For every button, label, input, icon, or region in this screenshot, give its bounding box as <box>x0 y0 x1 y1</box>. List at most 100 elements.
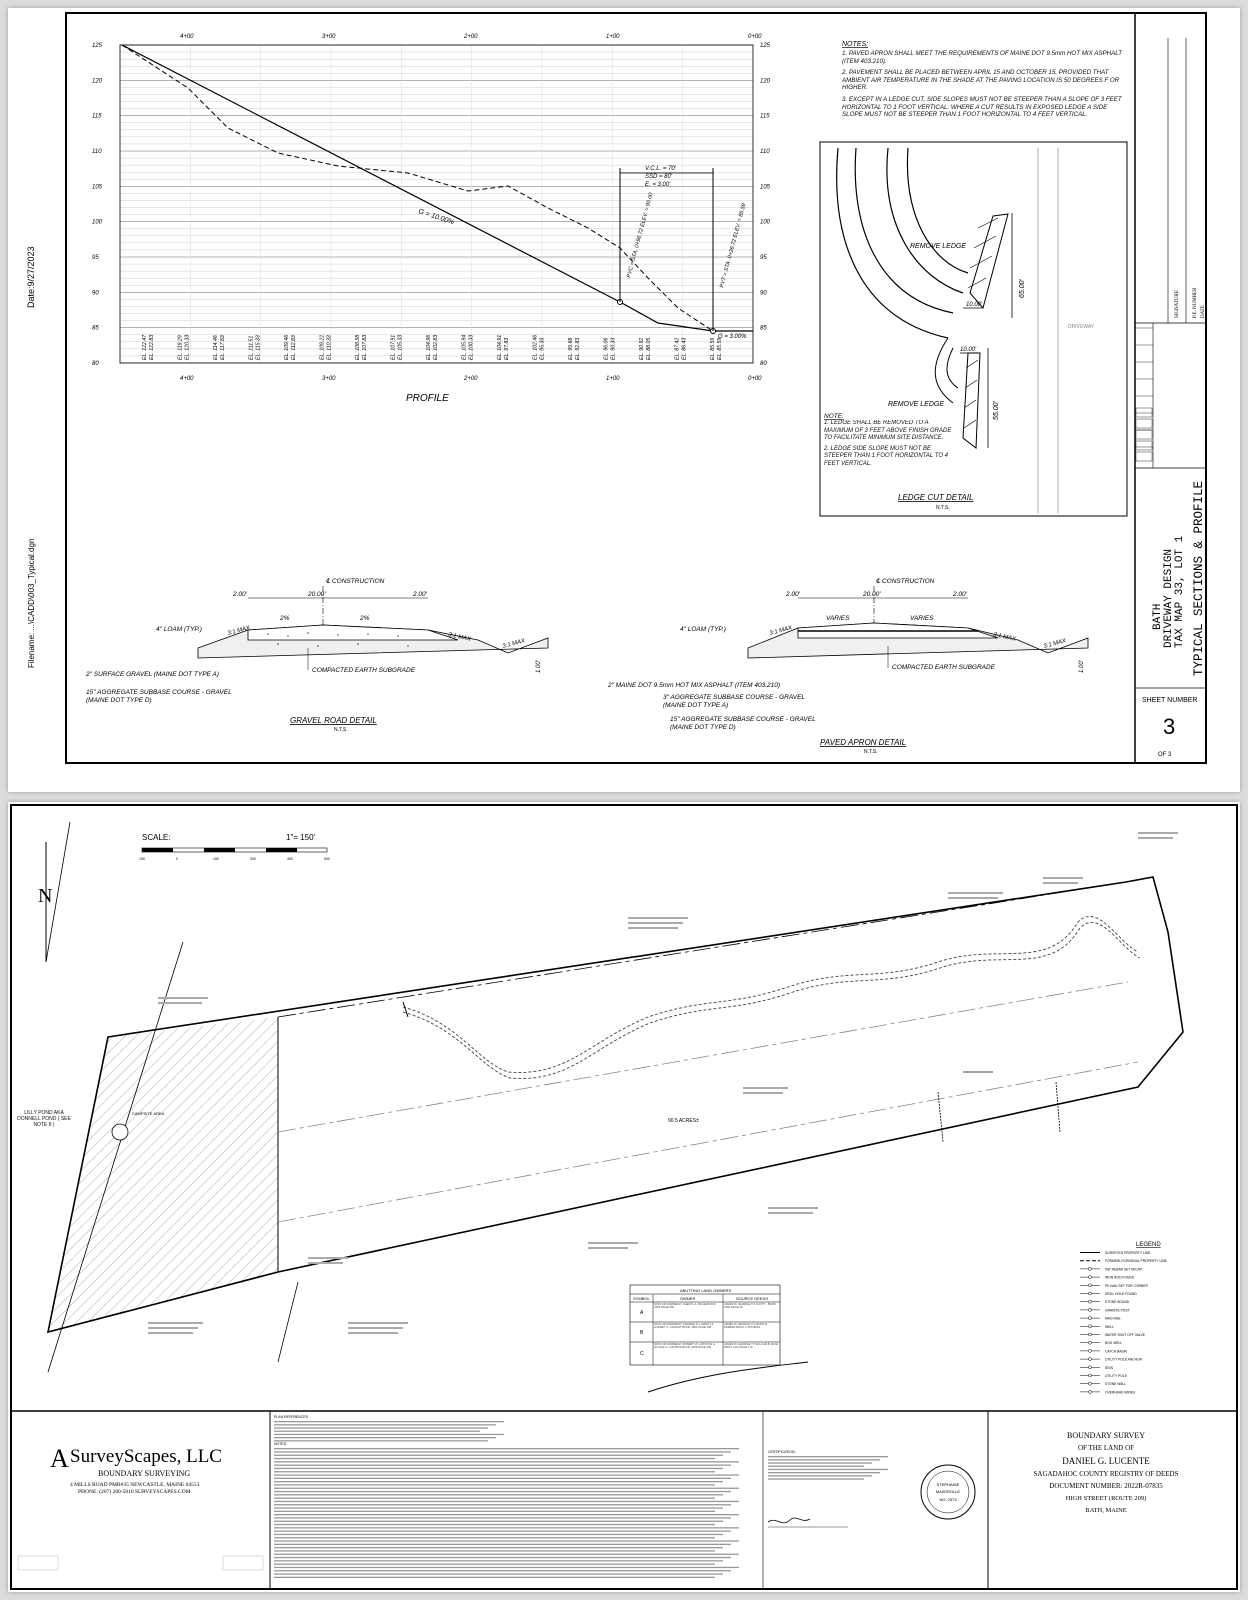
paved-sub3-1: 3" AGGREGATE SUBBASE COURSE - GRAVEL <box>663 694 805 701</box>
elev-left-80: 80 <box>92 361 99 367</box>
ledge-note-title: NOTE: <box>824 413 844 420</box>
gravel-subbase-2: (MAINE DOT TYPE D) <box>86 697 152 704</box>
elev-right-115: 115 <box>760 114 770 120</box>
paved-loam-label: 4" LOAM (TYP.) <box>680 626 726 633</box>
elev-right-95: 95 <box>760 255 767 261</box>
gravel-depth: 1.00' <box>536 659 542 673</box>
title-bath: BATH <box>1152 604 1164 630</box>
paved-dim-right: 2.00' <box>952 591 968 598</box>
abutter-b-owner: NOW OR FORMERLY GEORGE D. LAMONT & AUDRE… <box>654 1322 714 1330</box>
elev-left-105: 105 <box>92 184 103 190</box>
scale-tick-0: 150 <box>139 857 145 861</box>
abutter-c-deed: JAMES M. GEORGE TO WILLIAM B. RICE BOOK … <box>724 1342 778 1350</box>
legend-item-10: WATER SHUT OFF VALVE <box>1105 1333 1146 1337</box>
paved-max-r1: 3:1 MAX <box>993 632 1018 643</box>
signature-label: SIGNATURE <box>1175 290 1180 318</box>
legend-item-6: STONE BOUND <box>1105 1300 1130 1304</box>
profile-title: PROFILE <box>406 393 449 404</box>
paved-asphalt: 2" MAINE DOT 9.5mm HOT MIX ASPHALT (ITEM… <box>607 682 780 689</box>
abutter-a-deed: JAMES M. GEORGE TO SCOTT... BOOK 1482 PA… <box>724 1303 776 1310</box>
plot-date: Date:9/27/2023 <box>26 246 36 308</box>
gravel-road-detail: ℄ CONSTRUCTION 2.00' 20.00' 2.00' 2% 2% … <box>85 578 549 733</box>
pe-number-label: P.E. NUMBER <box>1193 287 1198 318</box>
town-line: BATH, MAINE <box>1085 1507 1127 1514</box>
scale-tick-2: 150 <box>213 857 219 861</box>
dim-10a: 10.00' <box>966 302 983 308</box>
surveyor-signature <box>767 1517 811 1524</box>
elevation-label: EL. 110.33 <box>327 335 333 360</box>
elev-right-105: 105 <box>760 184 771 190</box>
driveway-label: DRIVEWAY <box>1068 324 1095 330</box>
elev-left-95: 95 <box>92 255 99 261</box>
remove-ledge-label-2: REMOVE LEDGE <box>888 401 944 408</box>
street-line: HIGH STREET (ROUTE 209) <box>1066 1495 1147 1502</box>
title-typical-sections: TYPICAL SECTIONS & PROFILE <box>1192 481 1206 676</box>
parcel-boundary <box>46 876 1184 1393</box>
legend-item-11: BOG WELL <box>1105 1341 1122 1345</box>
elev-right-110: 110 <box>760 149 770 155</box>
elevation-label: EL. 108.58 <box>355 335 361 360</box>
elev-left-125: 125 <box>92 43 103 49</box>
station-top-0: 4+00 <box>180 34 194 40</box>
station-bottom-4: 0+00 <box>748 376 762 382</box>
note-2: 2. PAVEMENT SHALL BE PLACED BETWEEN APRI… <box>842 69 1120 92</box>
elev-left-110: 110 <box>92 149 102 155</box>
abutters-header-owner: OWNER <box>680 1296 695 1301</box>
gravel-dim-right: 2.00' <box>412 591 428 598</box>
station-top-2: 2+00 <box>463 34 478 40</box>
owner-name: DANIEL G. LUCENTE <box>1062 1456 1150 1466</box>
station-bottom-3: 1+00 <box>606 376 620 382</box>
gravel-surface: 2" SURFACE GRAVEL (MAINE DOT TYPE A) <box>85 671 219 678</box>
gravel-subbase-1: 15" AGGREGATE SUBBASE COURSE - GRAVEL <box>86 689 232 696</box>
acreage-label: 90.5 ACRES± <box>668 1118 699 1124</box>
dim-10b: 10.00' <box>960 347 977 353</box>
elevation-label: EL. 95.33 <box>540 338 546 360</box>
legend-item-4: PK NAIL SET FOR CORNER <box>1105 1284 1148 1288</box>
surveyor-seal: STEPHANIE MAZEROLLE NO. 2573 <box>920 1464 976 1520</box>
legend-item-14: SIGN <box>1105 1366 1114 1370</box>
seal-line-3: NO. 2573 <box>939 1497 957 1502</box>
scale-tick-5: 600 <box>324 857 330 861</box>
proposed-grade-line <box>121 44 753 332</box>
scale-tick-3: 300 <box>250 857 256 861</box>
legend-item-5: DRILL HOLE FOUND <box>1105 1292 1137 1296</box>
elevation-label: EL. 105.94 <box>462 335 468 360</box>
legend-item-17: OVERHEAD WIRES <box>1105 1390 1136 1394</box>
plan-references-title: PLAN REFERENCES <box>274 1415 309 1419</box>
firm-name: SurveyScapes, LLC <box>70 1446 222 1467</box>
legend-item-13: UTILITY POLE ANCHOR <box>1105 1358 1143 1362</box>
elev-right-85: 85 <box>760 326 767 332</box>
north-arrow: N <box>38 821 71 963</box>
elevation-label: EL. 102.83 <box>433 335 439 360</box>
legend-item-9: WELL <box>1105 1325 1114 1329</box>
ledge-detail-nts: N.T.S. <box>936 505 950 511</box>
grade-label: G = 10.00% <box>417 208 455 226</box>
elevation-label: EL. 104.96 <box>426 335 432 360</box>
elevation-label: EL. 97.83 <box>504 338 510 360</box>
elevation-label: EL. 115.33 <box>256 335 262 360</box>
legend-item-8: MAG NAIL <box>1105 1317 1121 1321</box>
legend-item-1: FORMERLY/ORIGINAL PROPERTY LINE <box>1105 1259 1168 1263</box>
date-label: DATE <box>1201 305 1206 318</box>
elevation-label: EL. 100.33 <box>469 335 475 360</box>
paved-dim-mid: 20.00' <box>862 591 881 598</box>
drawing-sheet-3: Date:9/27/2023 Filename: ...\CADD\003_Ty… <box>8 8 1240 792</box>
survey-border <box>10 804 1238 1590</box>
scale-tick-4: 450 <box>287 857 293 861</box>
legend-item-15: UTILITY POLE <box>1105 1374 1128 1378</box>
elevation-label: EL. 109.46 <box>284 335 290 360</box>
station-top-3: 1+00 <box>606 34 620 40</box>
document-number: DOCUMENT NUMBER: 2022R-07835 <box>1049 1482 1163 1490</box>
paved-sub15-1: 15" AGGREGATE SUBBASE COURSE - GRAVEL <box>670 716 816 723</box>
elevation-label: EL. 107.83 <box>362 335 368 360</box>
gravel-slope-right: 2% <box>359 615 370 622</box>
elevation-label: EL. 112.83 <box>291 335 297 360</box>
scale-value: 1"= 150' <box>286 833 316 842</box>
abutter-b-deed: JAMES M. GEORGE TO MARTHA PEMBLE BOOK 1 … <box>724 1322 768 1330</box>
dim-55: 55.00' <box>993 400 1000 420</box>
paved-construction-label: ℄ CONSTRUCTION <box>876 578 935 585</box>
gravel-dim-left: 2.00' <box>232 591 248 598</box>
end-grade-label: G = 3.00% <box>718 334 747 340</box>
title-block: SIGNATURE P.E. NUMBER DATE BATH DRIVEWAY… <box>1135 38 1206 758</box>
pvc-label: PVC = STA. 0+96.72 ELEV. = 90.00 <box>626 191 655 278</box>
